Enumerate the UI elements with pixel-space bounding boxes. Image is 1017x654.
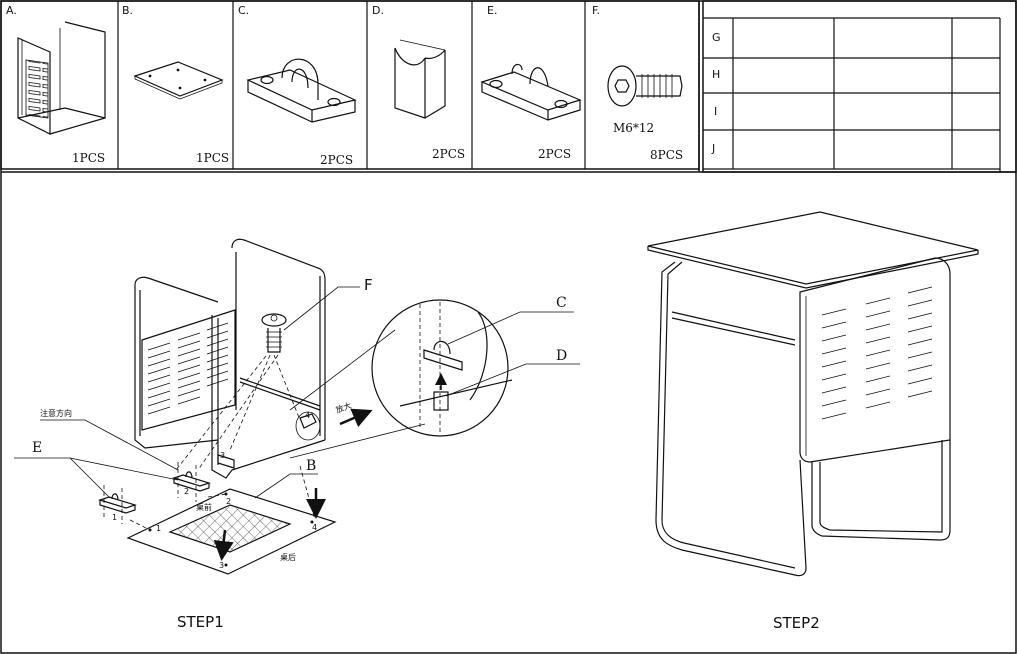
- back-note: 桌后: [280, 552, 296, 562]
- clamp-bracket-icon: [246, 58, 357, 123]
- zoom-note: 放大: [334, 400, 352, 415]
- part-a-qty: 1PCS: [72, 151, 105, 165]
- hole-number-4b: 4: [312, 523, 317, 532]
- hole-number-1a: 1: [112, 513, 117, 522]
- screw-icon: [607, 65, 683, 107]
- callout-f: F: [364, 276, 373, 294]
- part-c-letter: C.: [238, 4, 249, 17]
- hole-number-3a: 3: [220, 451, 225, 460]
- part-f-letter: F.: [592, 4, 600, 17]
- extra-parts-table: G H I J: [702, 0, 1017, 173]
- part-c-qty: 2PCS: [320, 153, 353, 167]
- step2-drawing: STEP2: [647, 211, 979, 632]
- detail-magnifier: [289, 299, 513, 459]
- row-g-label: G: [712, 31, 721, 44]
- part-a-cell: A. 1PCS: [6, 4, 106, 165]
- part-e-letter: E.: [487, 4, 497, 17]
- callout-e: E: [32, 440, 42, 456]
- part-f-spec: M6*12: [613, 121, 654, 135]
- part-d-letter: D.: [372, 4, 384, 17]
- hole-number-1b: 1: [156, 524, 161, 533]
- part-e-cell: E. 2PCS: [480, 4, 582, 161]
- part-d-cell: D. 2PCS: [372, 4, 465, 161]
- e-clamp-right: 2: [172, 462, 211, 502]
- row-i-label: I: [714, 105, 717, 118]
- part-a-letter: A.: [6, 4, 17, 17]
- step2-title: STEP2: [773, 614, 820, 632]
- frame-panel-icon: [17, 21, 106, 135]
- callout-b: B: [306, 458, 316, 474]
- plate-icon: [133, 61, 224, 100]
- row-j-label: J: [711, 142, 715, 155]
- plate-b: 1 2 4 3 桌前 桌后: [126, 465, 337, 575]
- hole-number-2a: 2: [184, 487, 189, 496]
- step1-drawing: F 3 4 放大 C D 注意方向: [14, 238, 580, 631]
- part-b-letter: B.: [122, 4, 133, 17]
- row-h-label: H: [712, 68, 720, 81]
- screw-f-icon: [261, 313, 287, 353]
- step1-title: STEP1: [177, 613, 224, 631]
- part-d-qty: 2PCS: [432, 147, 465, 161]
- front-note: 桌前: [196, 502, 212, 512]
- part-c-cell: C. 2PCS: [238, 4, 357, 167]
- spacer-block-icon: [394, 39, 446, 119]
- part-f-qty: 8PCS: [650, 148, 683, 162]
- step2-slots: [821, 286, 933, 420]
- hole-number-2b: 2: [226, 497, 231, 506]
- half-clamp-icon: [480, 63, 582, 121]
- part-b-cell: B. 1PCS: [122, 4, 229, 165]
- direction-note: 注意方向: [40, 408, 72, 418]
- part-f-cell: F. M6*12 8PCS: [592, 4, 683, 162]
- callout-c: C: [556, 295, 567, 311]
- part-e-qty: 2PCS: [538, 147, 571, 161]
- e-clamp-left: 1: [98, 485, 137, 524]
- parts-table: [0, 0, 1016, 173]
- hole-number-3b: 3: [219, 561, 224, 570]
- callout-d: D: [556, 348, 567, 364]
- part-b-qty: 1PCS: [196, 151, 229, 165]
